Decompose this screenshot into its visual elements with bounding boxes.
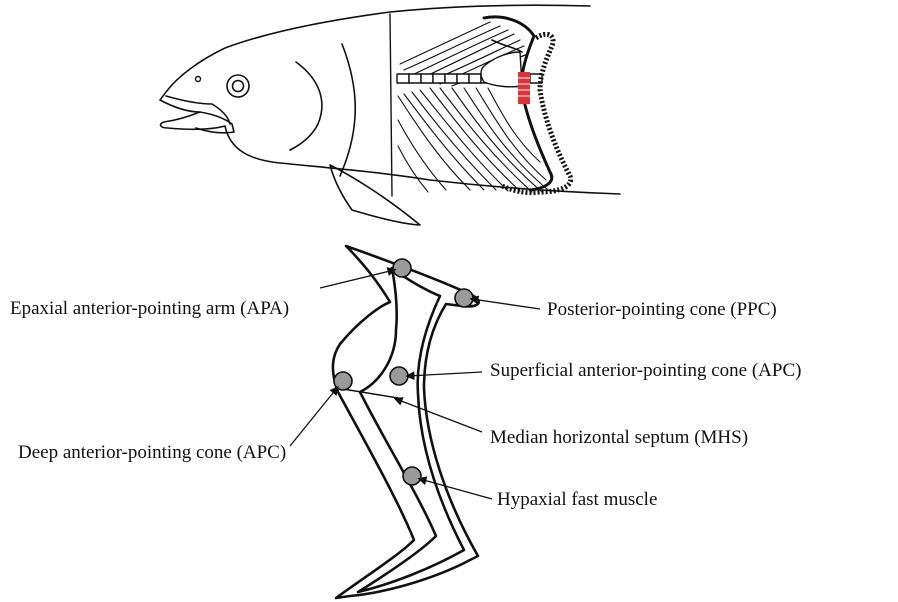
apa-leader bbox=[320, 270, 394, 288]
septum-line bbox=[343, 389, 398, 398]
myomere-region-border bbox=[390, 14, 392, 196]
ppc-label: Posterior-pointing cone (PPC) bbox=[547, 299, 777, 320]
mhs-label: Median horizontal septum (MHS) bbox=[490, 427, 748, 448]
apa-label: Epaxial anterior-pointing arm (APA) bbox=[10, 298, 289, 319]
myomere-core-region bbox=[481, 52, 522, 87]
leader-lines bbox=[290, 270, 540, 499]
fish-operculum-inner bbox=[290, 62, 322, 150]
fish-pectoral-fin bbox=[330, 165, 420, 225]
deep-apc-label: Deep anterior-pointing cone (APC) bbox=[18, 442, 286, 463]
fish-eye-inner bbox=[233, 81, 244, 92]
superficial-apc-marker bbox=[390, 367, 408, 385]
fish-eye-outer bbox=[227, 75, 249, 97]
fish-operculum-outer bbox=[340, 44, 355, 176]
deep-apc-marker bbox=[334, 372, 352, 390]
superficial-apc-label: Superficial anterior-pointing cone (APC) bbox=[490, 360, 801, 381]
ppc-leader bbox=[472, 299, 540, 309]
fish-nostril bbox=[196, 77, 201, 82]
mhs-leader bbox=[396, 399, 482, 432]
fish-illustration bbox=[160, 5, 620, 225]
hypaxial-label: Hypaxial fast muscle bbox=[497, 489, 657, 510]
hypaxial-marker bbox=[403, 467, 421, 485]
ppc-marker bbox=[455, 289, 473, 307]
deep-apc-leader bbox=[290, 388, 337, 446]
fish-lower-jaw bbox=[196, 112, 234, 133]
hypaxial-leader bbox=[420, 479, 492, 499]
highlighted-septum-segment bbox=[518, 72, 530, 104]
apa-marker bbox=[393, 259, 411, 277]
